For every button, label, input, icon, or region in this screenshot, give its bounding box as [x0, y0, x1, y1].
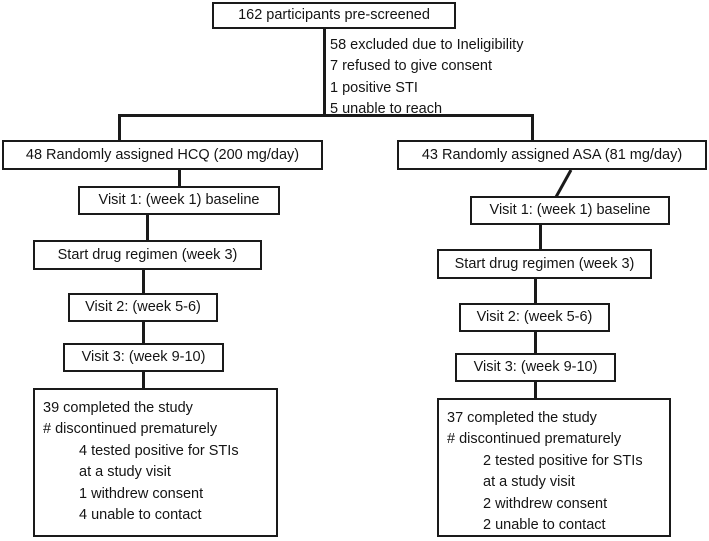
left-allocation-label: 48 Randomly assigned HCQ (200 mg/day)	[25, 146, 300, 163]
left-visit2-label: Visit 2: (week 5-6)	[85, 299, 201, 316]
right-outcome-detail: 2 unable to contact	[483, 517, 606, 534]
right-start-drug-box: Start drug regimen (week 3)	[437, 249, 652, 279]
prescreened-box: 162 participants pre-screened	[212, 2, 456, 29]
allocation-split-bar	[118, 114, 534, 117]
left-visit3-box: Visit 3: (week 9-10)	[63, 343, 224, 372]
left-outcome-box: 39 completed the study # discontinued pr…	[33, 388, 278, 537]
left-start-drug-box: Start drug regimen (week 3)	[33, 240, 262, 270]
right-outcome-box: 37 completed the study # discontinued pr…	[437, 398, 671, 537]
right-connector-allocation-visit1	[554, 169, 573, 198]
right-outcome-detail: at a study visit	[483, 474, 575, 491]
left-visit2-box: Visit 2: (week 5-6)	[68, 293, 218, 322]
prescreened-label: 162 participants pre-screened	[238, 7, 430, 24]
right-visit1-label: Visit 1: (week 1) baseline	[489, 202, 651, 219]
right-outcome-detail: 2 tested positive for STIs	[483, 452, 643, 469]
left-connector-visit2-visit3	[142, 322, 145, 344]
right-start-drug-label: Start drug regimen (week 3)	[454, 255, 635, 272]
right-connector-visit3-outcome	[534, 382, 537, 400]
right-connector-startdrug-visit2	[534, 279, 537, 304]
left-allocation-box: 48 Randomly assigned HCQ (200 mg/day)	[2, 140, 323, 170]
right-visit1-box: Visit 1: (week 1) baseline	[470, 196, 670, 225]
connector-split-to-left-arm	[118, 114, 121, 140]
left-outcome-discontinued-header: # discontinued prematurely	[43, 421, 218, 438]
right-outcome-detail: 2 withdrew consent	[483, 495, 608, 512]
left-visit1-label: Visit 1: (week 1) baseline	[98, 192, 260, 209]
left-visit1-box: Visit 1: (week 1) baseline	[78, 186, 280, 215]
left-outcome-completed: 39 completed the study	[43, 400, 193, 416]
right-outcome-discontinued-header: # discontinued prematurely	[447, 431, 622, 448]
right-outcome-completed: 37 completed the study	[447, 410, 597, 426]
left-outcome-detail: 4 unable to contact	[79, 507, 202, 524]
left-connector-startdrug-visit2	[142, 270, 145, 294]
right-connector-visit2-visit3	[534, 332, 537, 354]
left-outcome-detail: 4 tested positive for STIs	[79, 442, 239, 459]
exclusion-item: 1 positive STI	[330, 79, 418, 96]
right-visit3-box: Visit 3: (week 9-10)	[455, 353, 616, 382]
right-visit3-label: Visit 3: (week 9-10)	[473, 359, 598, 376]
left-start-drug-label: Start drug regimen (week 3)	[57, 246, 238, 263]
left-connector-visit3-outcome	[142, 372, 145, 390]
exclusions-list: 58 excluded due to Ineligibility 7 refus…	[330, 35, 523, 120]
left-connector-visit1-startdrug	[146, 215, 149, 240]
right-connector-visit1-startdrug	[539, 225, 542, 250]
exclusion-item: 58 excluded due to Ineligibility	[330, 37, 524, 53]
right-visit2-box: Visit 2: (week 5-6)	[459, 303, 610, 332]
left-connector-allocation-visit1	[178, 170, 181, 187]
connector-split-to-right-arm	[531, 114, 534, 140]
exclusion-item: 5 unable to reach	[330, 100, 443, 117]
right-visit2-label: Visit 2: (week 5-6)	[476, 309, 593, 326]
right-allocation-label: 43 Randomly assigned ASA (81 mg/day)	[421, 146, 683, 163]
right-allocation-box: 43 Randomly assigned ASA (81 mg/day)	[397, 140, 707, 170]
left-outcome-detail: at a study visit	[79, 464, 171, 481]
left-outcome-detail: 1 withdrew consent	[79, 485, 204, 502]
left-visit3-label: Visit 3: (week 9-10)	[81, 349, 206, 366]
exclusion-item: 7 refused to give consent	[330, 58, 493, 75]
connector-prescreened-to-split	[323, 29, 326, 116]
